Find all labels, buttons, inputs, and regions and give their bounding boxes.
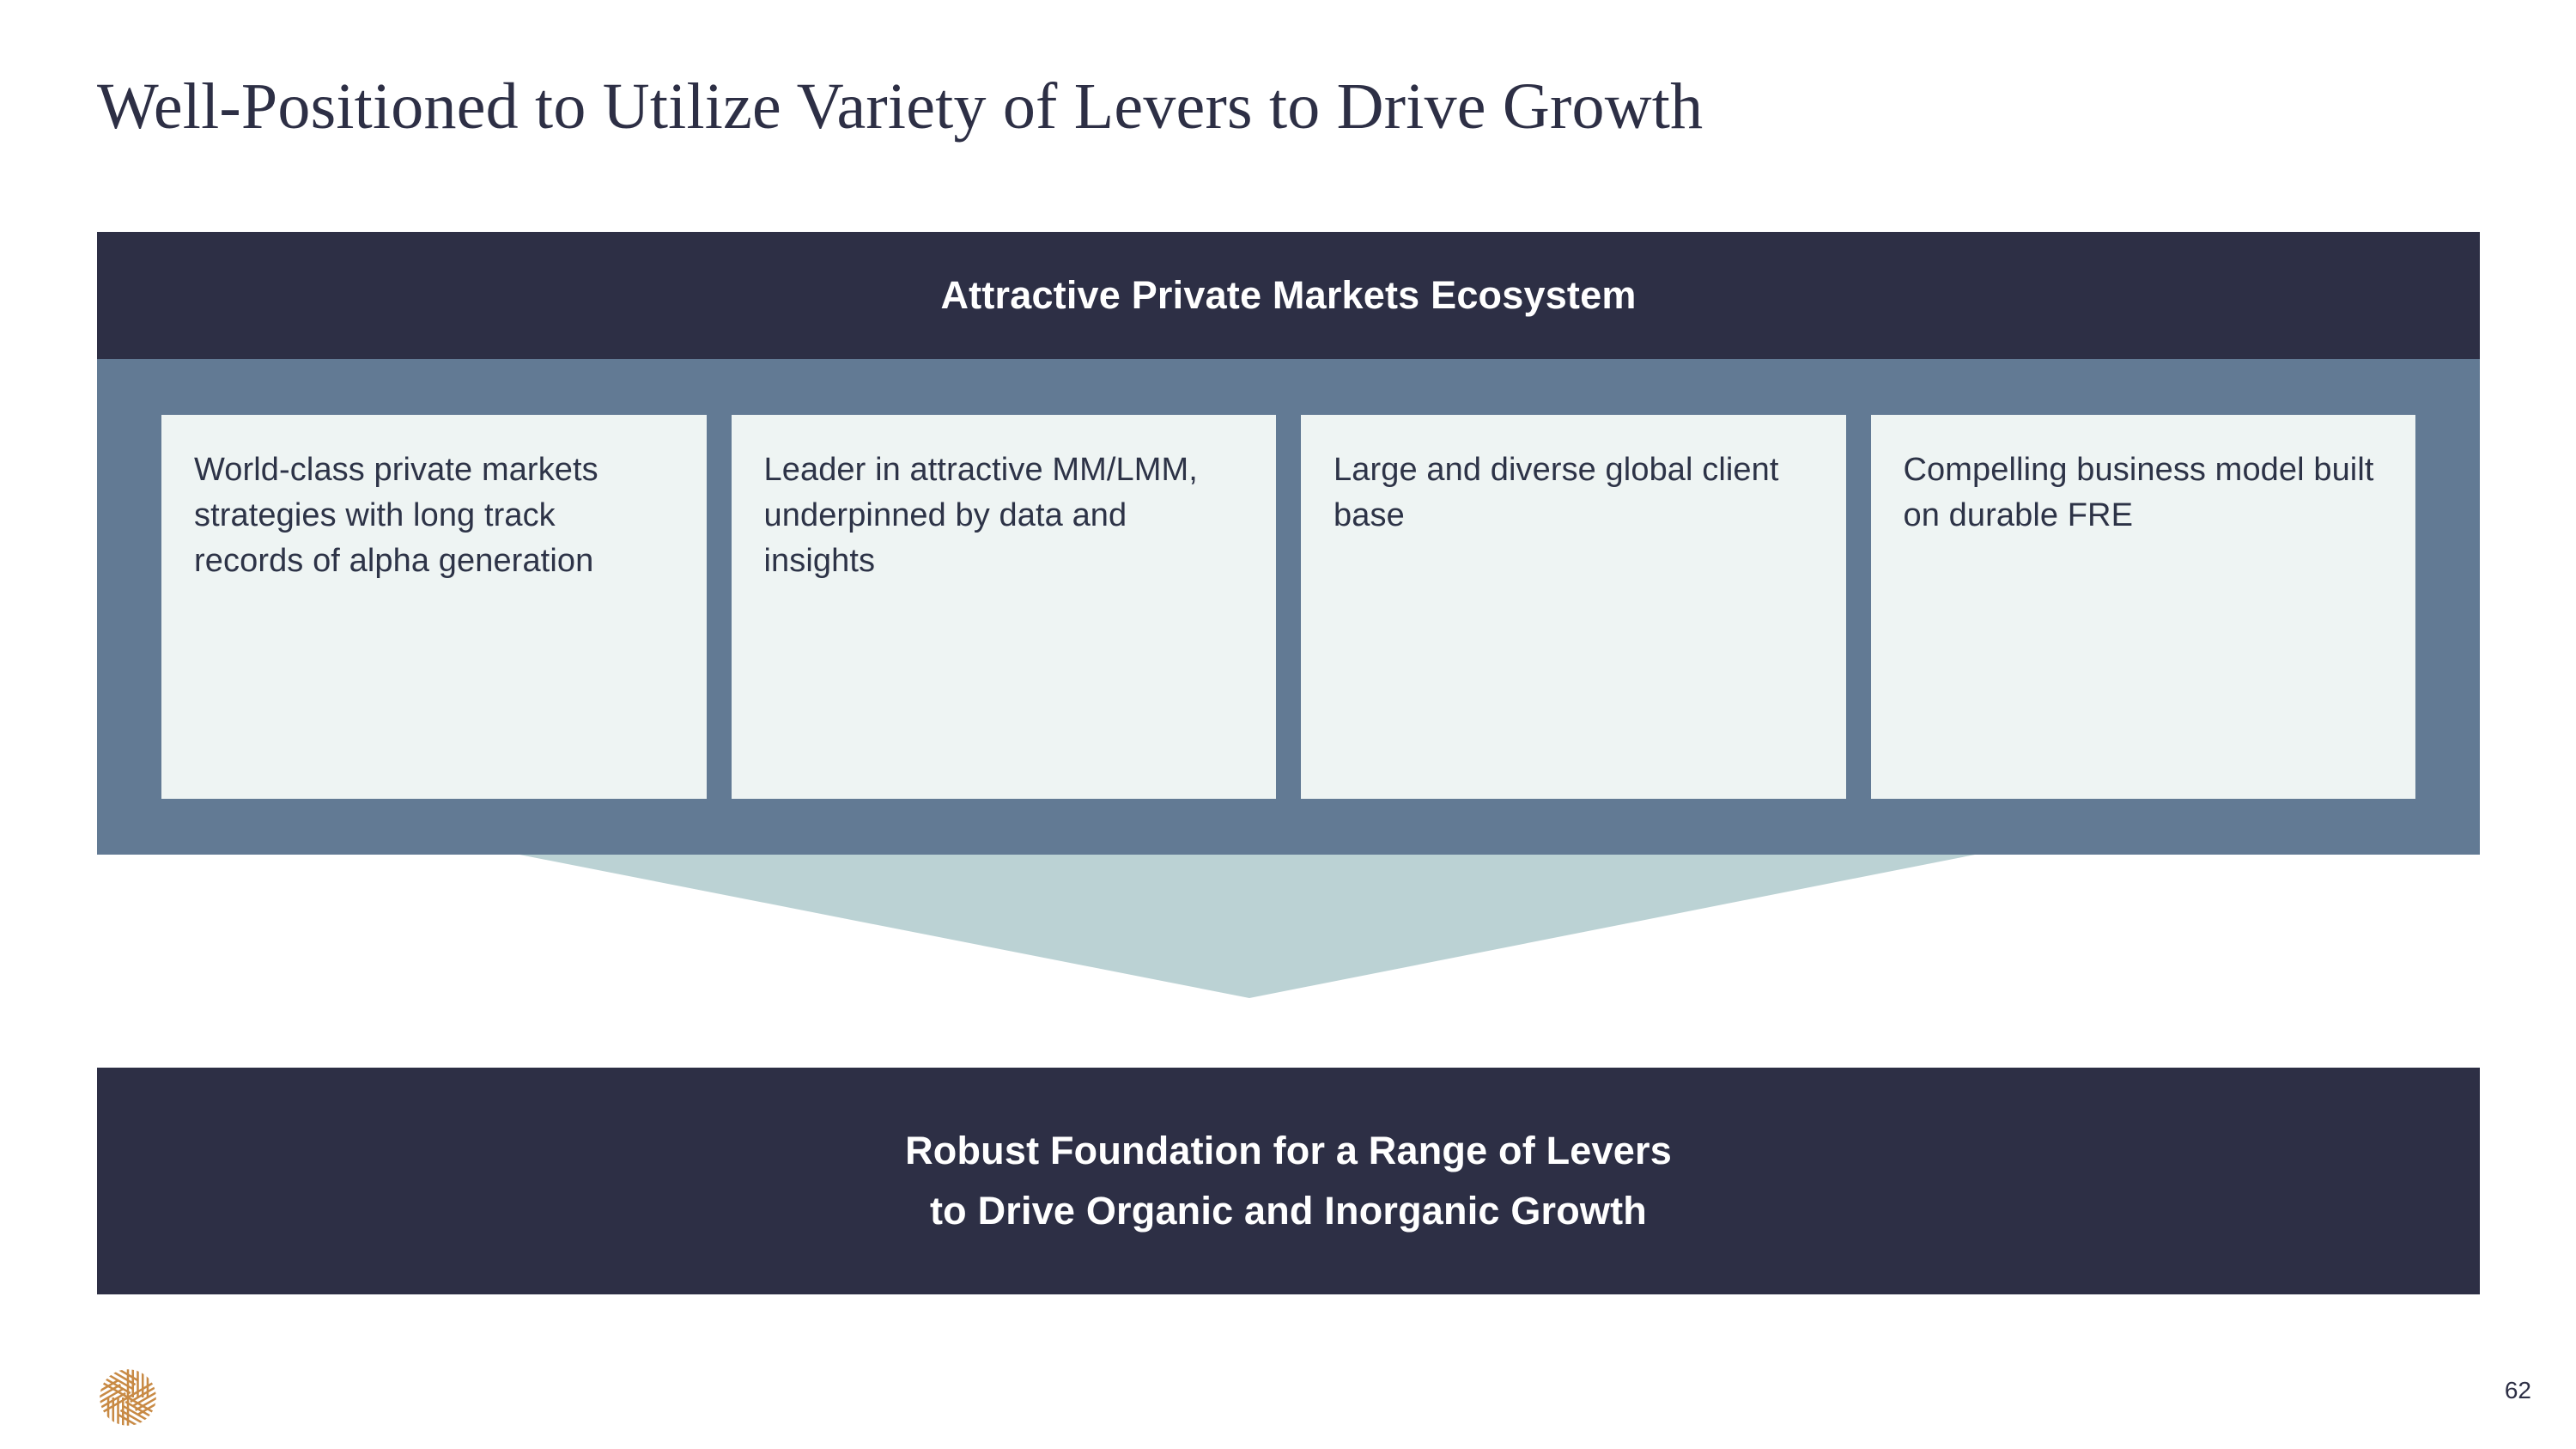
pillar-card-text: Large and diverse global client base <box>1334 452 1779 533</box>
pillar-card-group: World-class private markets strategies w… <box>161 415 2415 799</box>
downward-arrow-icon <box>519 855 1975 998</box>
foundation-line-2: to Drive Organic and Inorganic Growth <box>930 1189 1647 1233</box>
foundation-line-1: Robust Foundation for a Range of Levers <box>905 1129 1672 1173</box>
pillar-card-text: Leader in attractive MM/LMM, underpinned… <box>763 452 1198 579</box>
pillar-card: Large and diverse global client base <box>1301 415 1846 799</box>
foundation-banner: Robust Foundation for a Range of Levers … <box>97 1068 2480 1294</box>
ecosystem-header-bar: Attractive Private Markets Ecosystem <box>97 232 2480 359</box>
page-number: 62 <box>2504 1377 2531 1403</box>
pillar-card: Compelling business model built on durab… <box>1870 415 2415 799</box>
pillar-card-text: Compelling business model built on durab… <box>1903 452 2374 533</box>
ecosystem-header-label: Attractive Private Markets Ecosystem <box>940 273 1637 317</box>
pillar-card-text: World-class private markets strategies w… <box>194 452 598 579</box>
page-title: Well-Positioned to Utilize Variety of Le… <box>97 70 1704 143</box>
pillar-card: Leader in attractive MM/LMM, underpinned… <box>731 415 1276 799</box>
pillar-card: World-class private markets strategies w… <box>161 415 707 799</box>
ecosystem-panel: World-class private markets strategies w… <box>97 359 2480 855</box>
pinwheel-starburst-logo-icon <box>93 1362 163 1433</box>
